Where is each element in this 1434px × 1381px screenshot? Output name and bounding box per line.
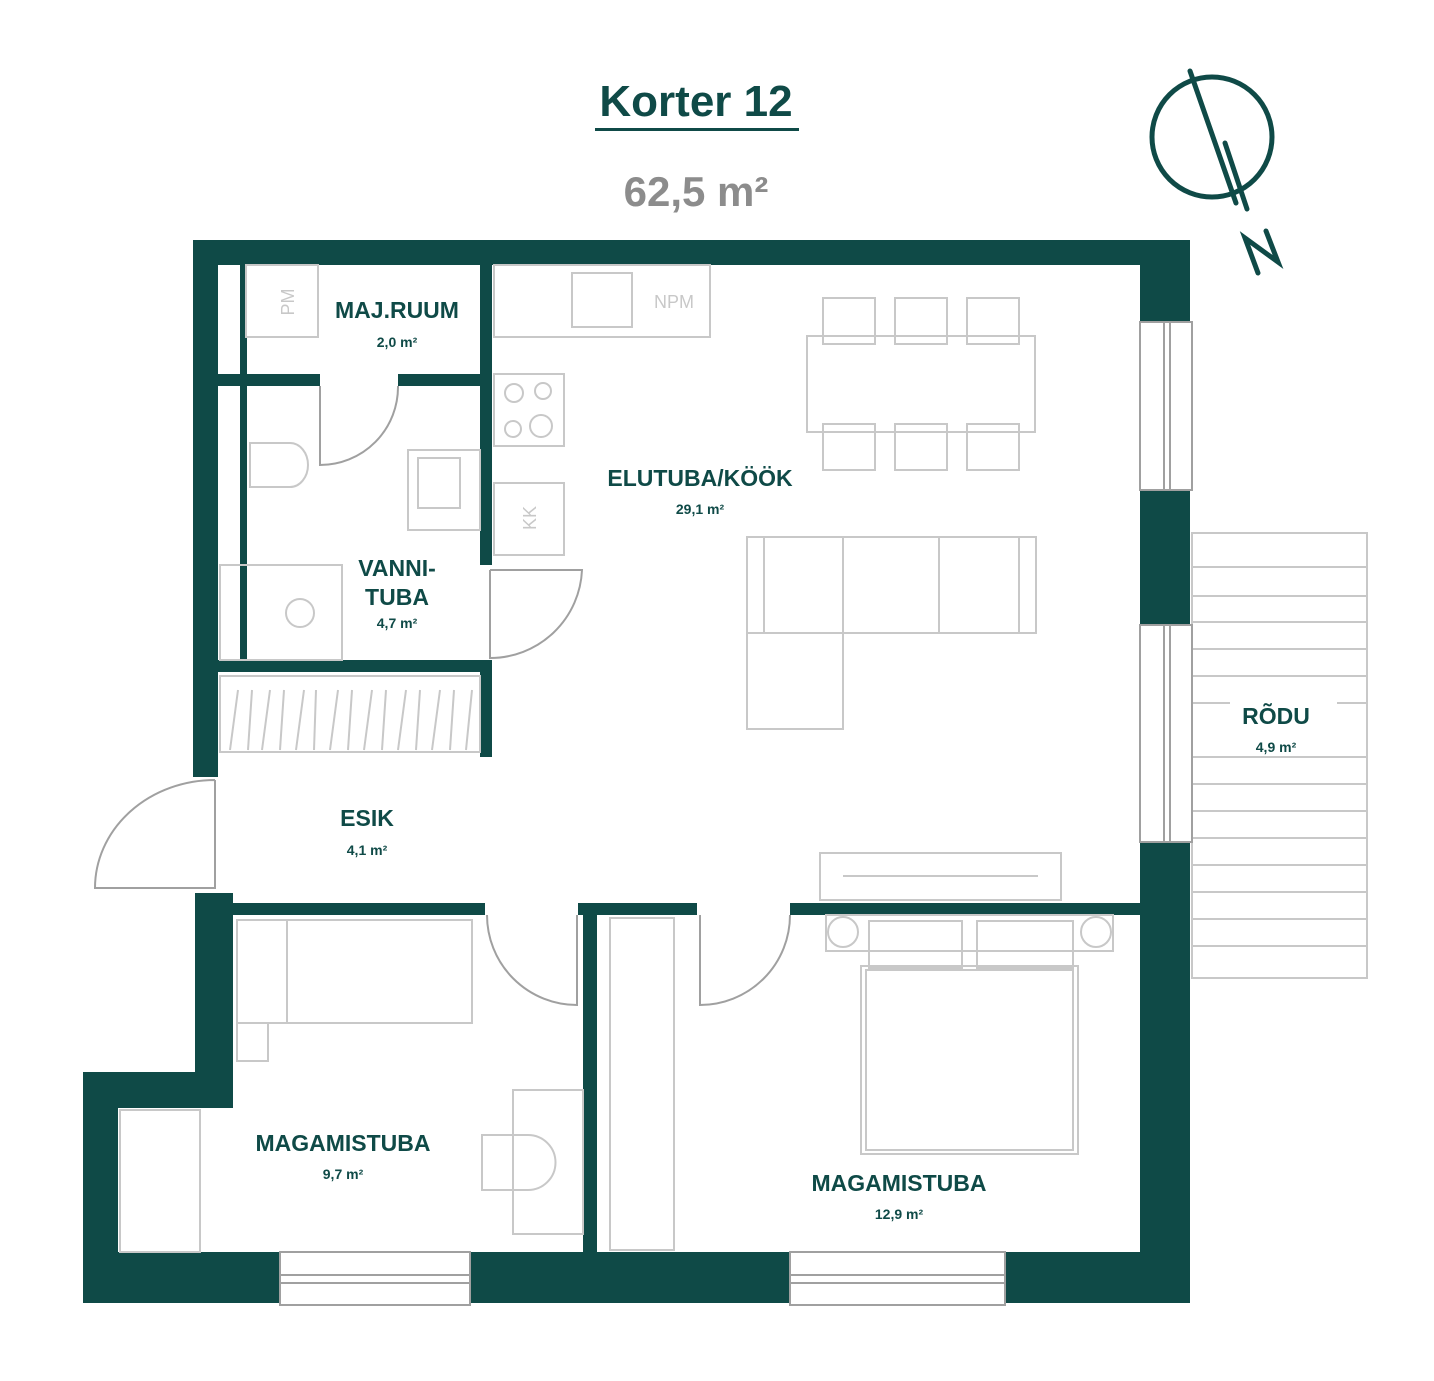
fixture-kk: KK (520, 506, 540, 530)
fixture-npm: NPM (654, 292, 694, 312)
room-area-balcony: 4,9 m² (1256, 739, 1297, 755)
furniture (119, 264, 1114, 1253)
room-area-living-kitchen: 29,1 m² (676, 501, 725, 517)
room-name-living-kitchen: ELUTUBA/KÖÖK (607, 465, 793, 491)
room-name-bedroom-small: MAGAMISTUBA (255, 1130, 430, 1156)
fixture-pm: PM (278, 289, 298, 316)
room-area-bathroom: 4,7 m² (377, 615, 418, 631)
room-name-bathroom: VANNI- (358, 555, 436, 581)
apartment-title: Korter 12 (599, 77, 792, 126)
room-name-balcony: RÕDU (1242, 702, 1310, 729)
room-name-utility: MAJ.RUUM (335, 297, 459, 323)
room-area-hall: 4,1 m² (347, 842, 388, 858)
room-name-hall: ESIK (340, 805, 394, 831)
total-area: 62,5 m² (624, 168, 769, 215)
title-underline (595, 128, 799, 131)
room-name-bathroom-2: TUBA (365, 584, 429, 610)
windows (279, 321, 1193, 1306)
room-name-bedroom-large: MAGAMISTUBA (811, 1170, 986, 1196)
balcony-deck (1191, 532, 1368, 979)
room-area-bedroom-large: 12,9 m² (875, 1206, 924, 1222)
room-area-utility: 2,0 m² (377, 334, 418, 350)
walls (83, 240, 1190, 1303)
room-area-bedroom-small: 9,7 m² (323, 1166, 364, 1182)
doors[interactable] (93, 385, 791, 1007)
north-compass-icon (1149, 68, 1284, 276)
